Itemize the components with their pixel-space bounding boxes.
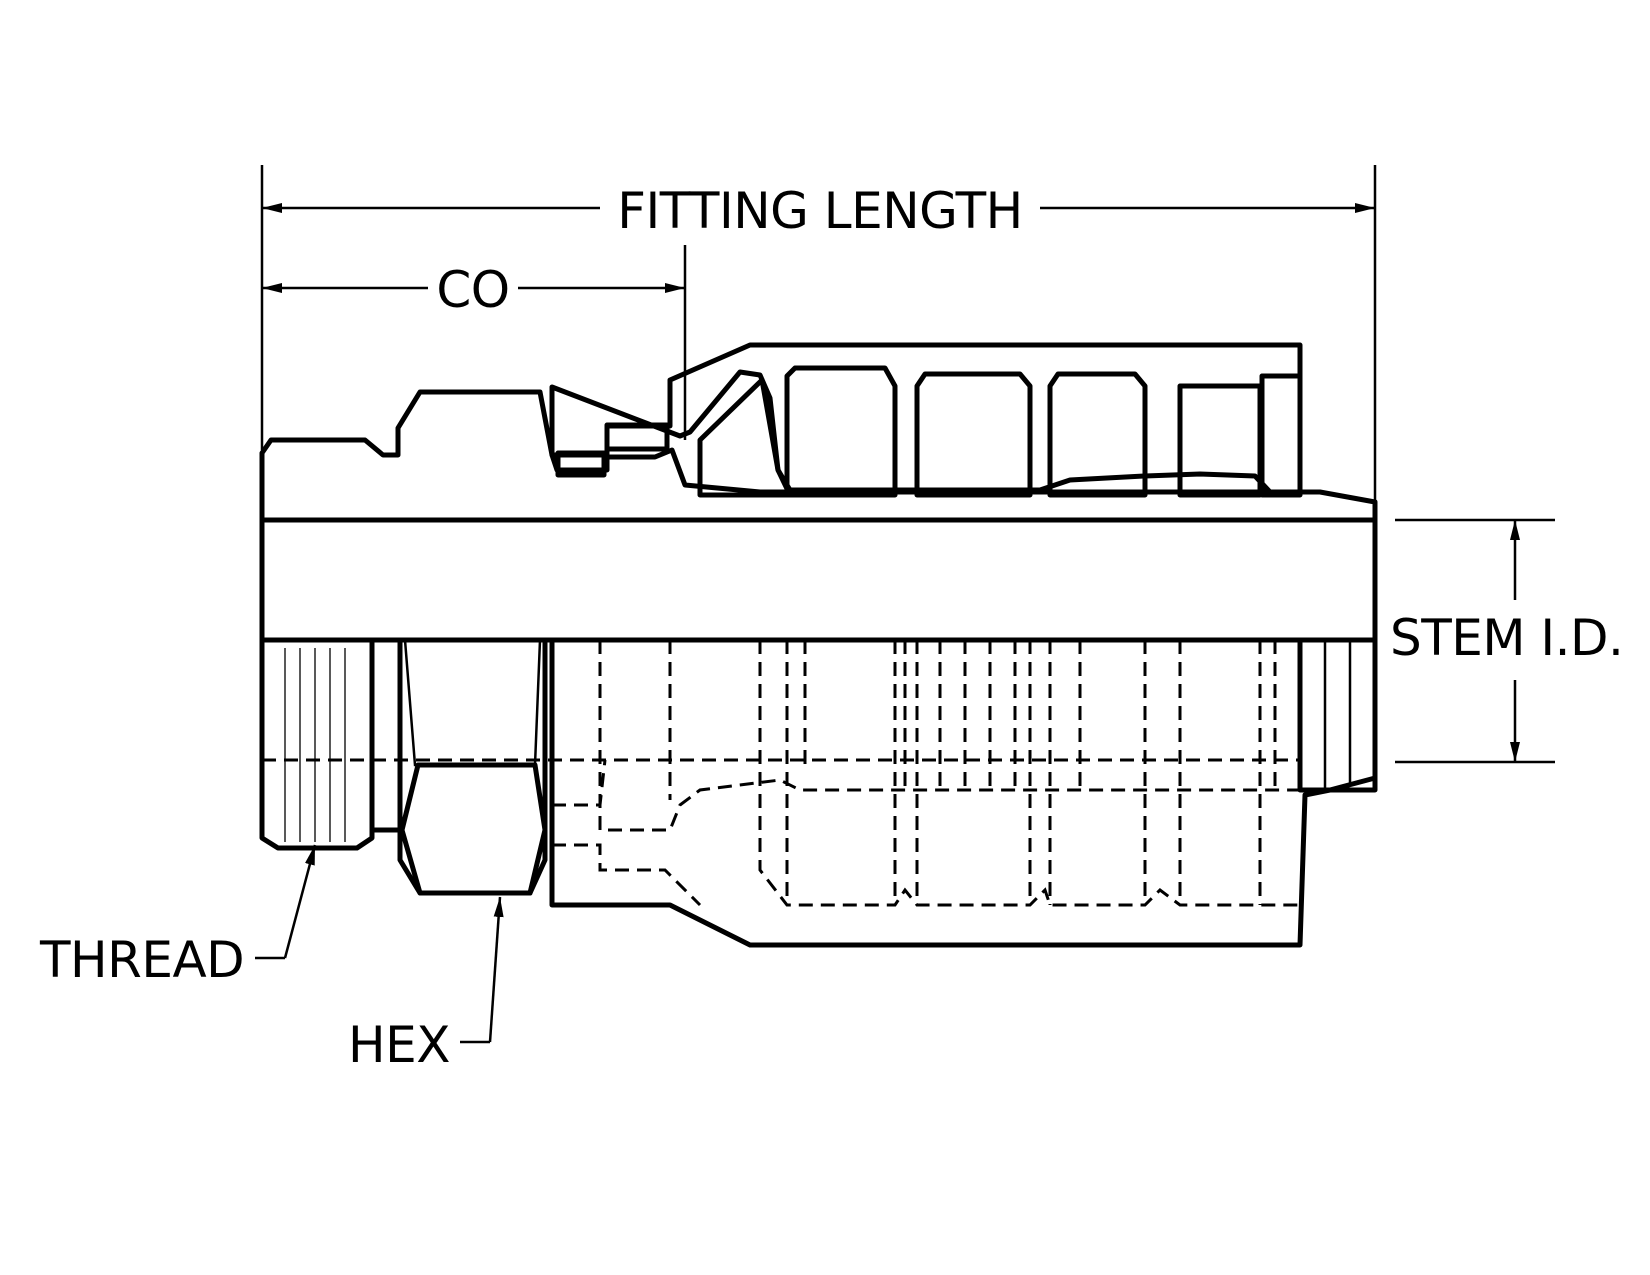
co-dimension — [262, 245, 687, 440]
thread-section — [259, 637, 375, 851]
stem-id-label: STEM I.D. — [1390, 609, 1623, 667]
hidden-lines — [262, 640, 1300, 907]
thread-label: THREAD — [39, 931, 244, 989]
stem-id-dimension — [1395, 518, 1555, 764]
stem-bore — [259, 517, 1378, 643]
socket-section-upper — [549, 342, 1303, 495]
hex-face — [399, 762, 548, 896]
hex-flat — [403, 638, 542, 767]
stem-section-upper — [259, 389, 1378, 523]
thread-lines — [284, 648, 346, 842]
co-label: CO — [436, 261, 509, 319]
thread-relief — [369, 637, 403, 833]
fitting-length-label: FITTING LENGTH — [617, 182, 1022, 240]
socket-serrations — [555, 365, 1303, 498]
stem-tail-ribs — [1323, 642, 1352, 790]
fitting-length-dimension — [260, 165, 1377, 500]
stem-tail — [1297, 637, 1378, 793]
hex-label: HEX — [348, 1016, 450, 1074]
thread-leader — [255, 844, 317, 960]
hex-leader — [460, 896, 504, 1044]
